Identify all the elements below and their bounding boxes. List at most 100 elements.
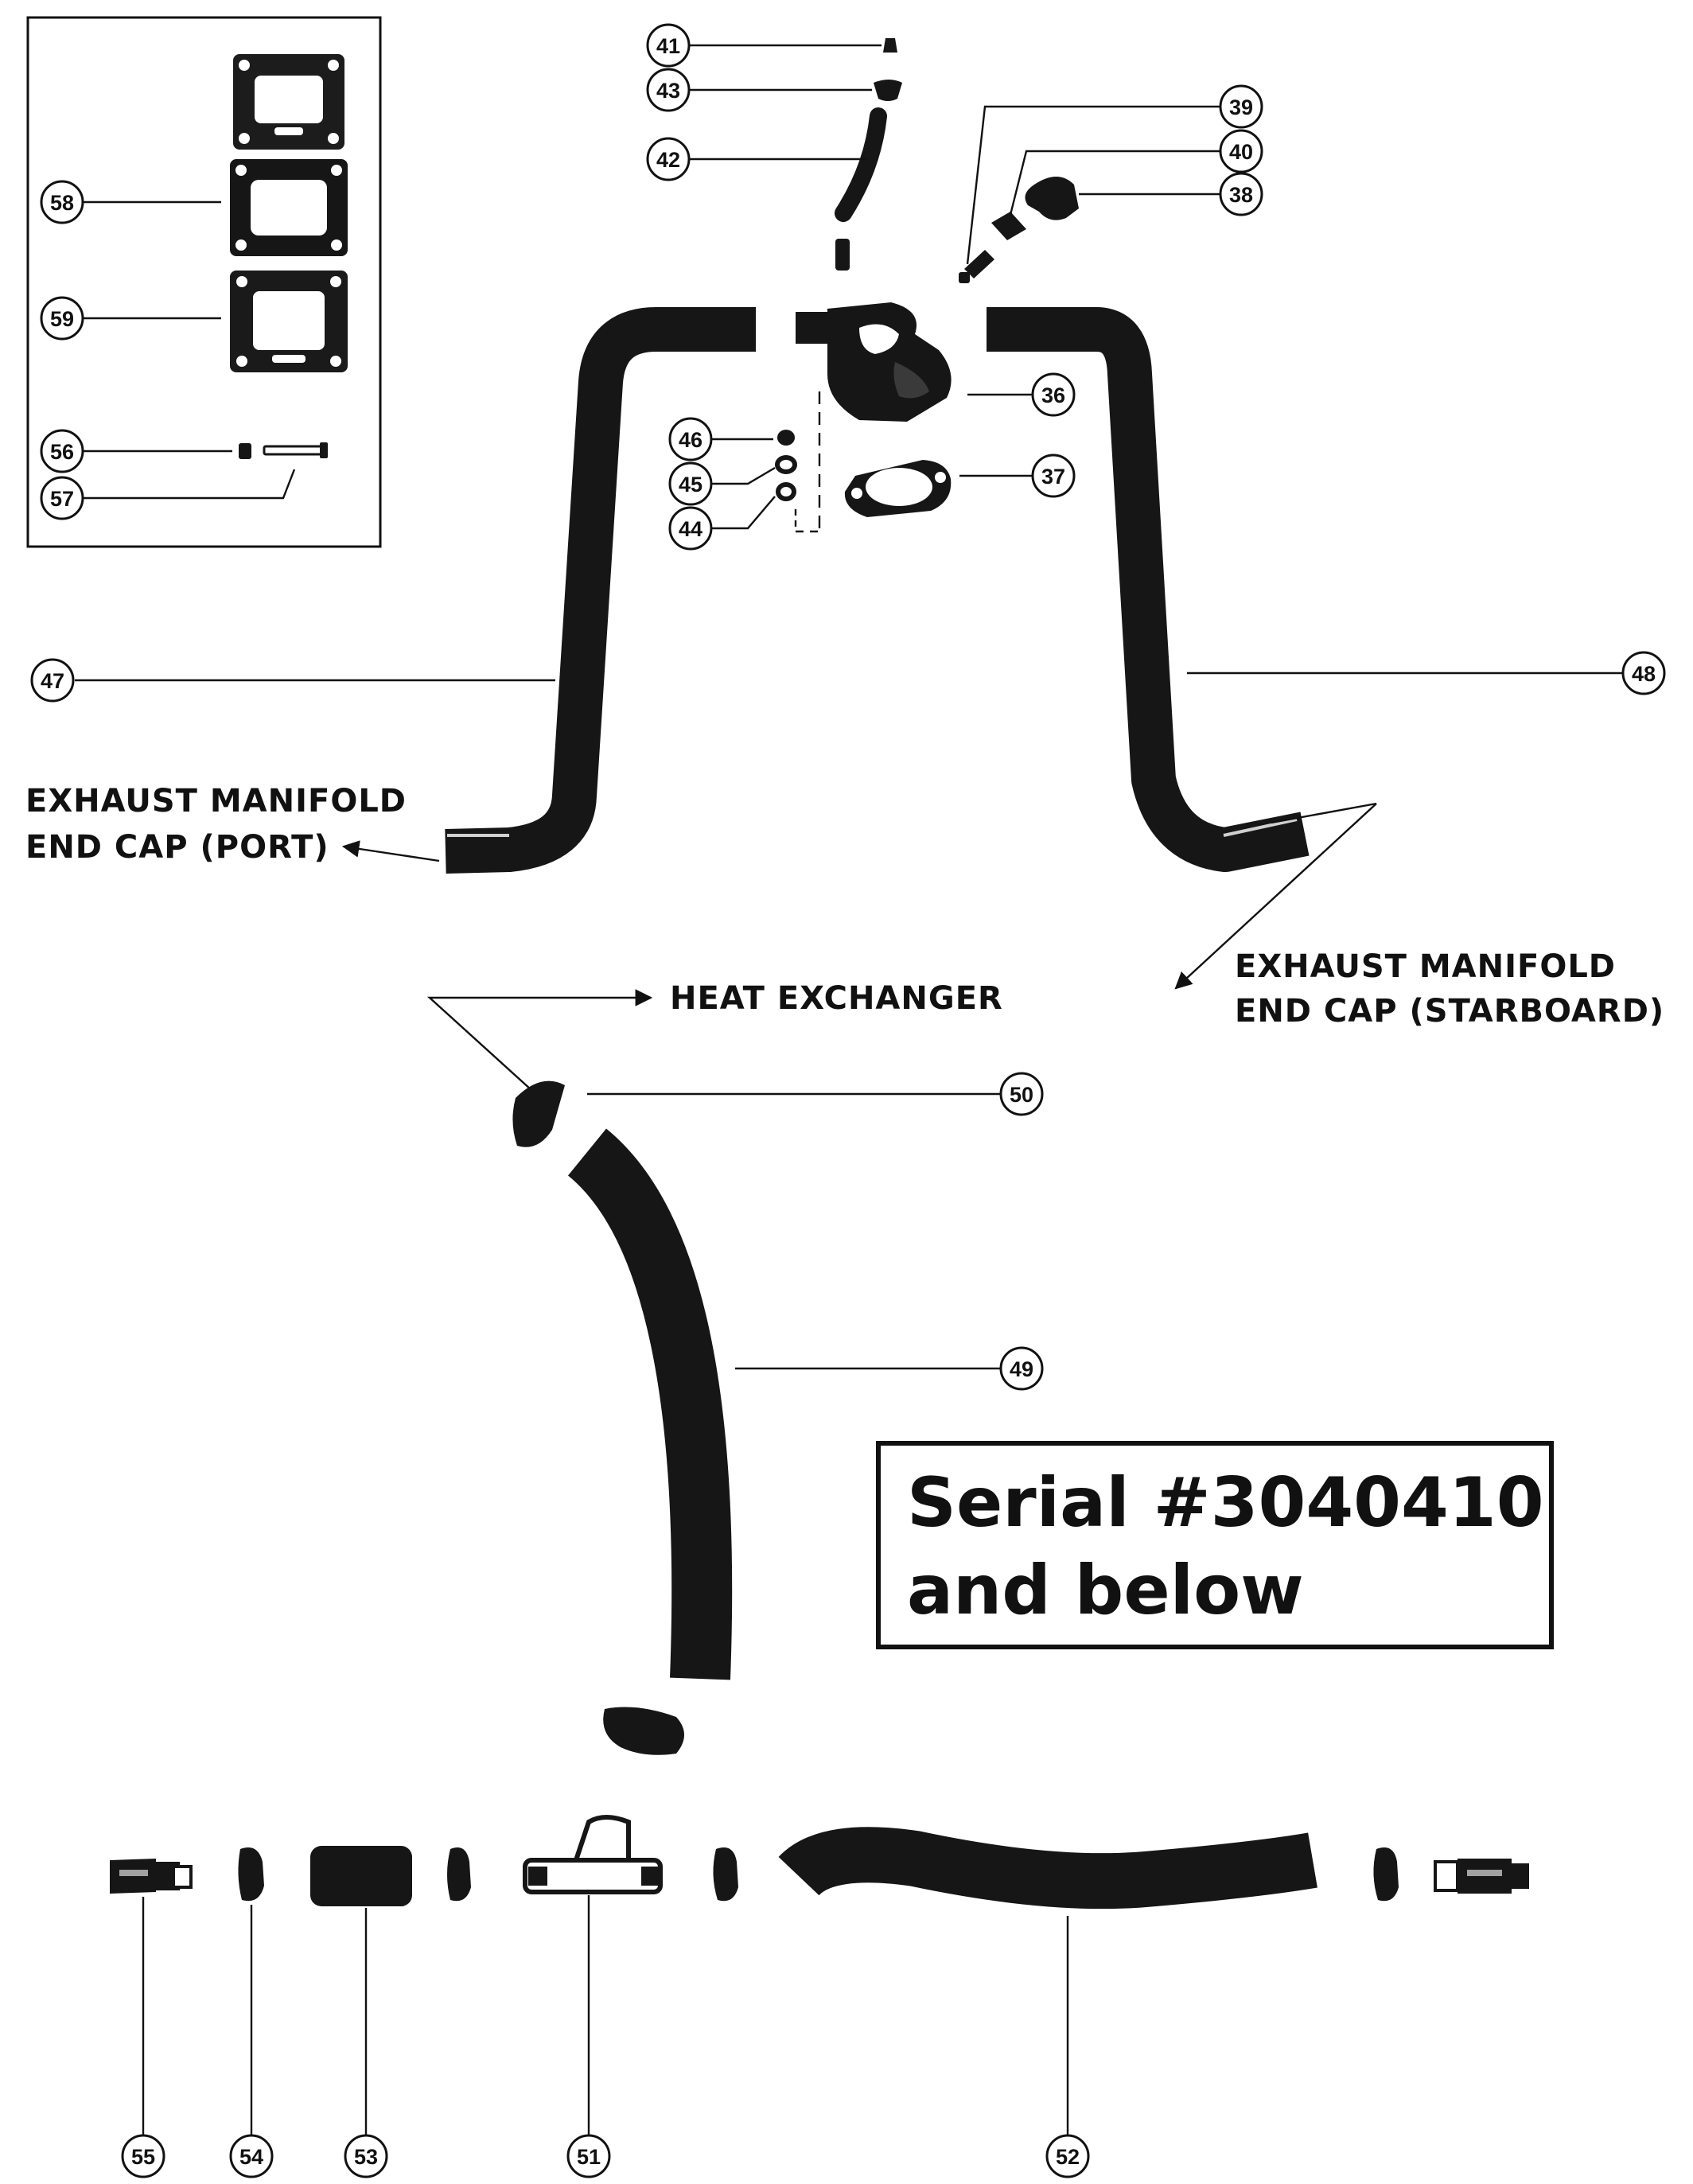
gasket-37-part [844, 460, 952, 517]
leader-57 [80, 469, 296, 500]
nut-56-part [239, 443, 251, 459]
clamp-50-part [512, 1080, 565, 1147]
hose-48-part [987, 307, 1310, 872]
svg-text:37: 37 [1041, 465, 1065, 489]
svg-text:43: 43 [656, 79, 680, 103]
tee-51-part [523, 1815, 663, 1894]
serial-box: Serial #3040410 and below [876, 1441, 1554, 1649]
stud-57-part [263, 442, 328, 458]
fitting-40-part [991, 212, 1026, 240]
hose-53-part [310, 1846, 412, 1906]
washer-45-part [775, 455, 797, 474]
svg-text:54: 54 [239, 2145, 263, 2169]
callout-55: 55 [121, 2134, 165, 2178]
fitting-42-lower-part [835, 239, 850, 271]
callout-39: 39 [1219, 84, 1263, 129]
callout-46: 46 [668, 417, 713, 461]
bottom-assembly [110, 1815, 1529, 2135]
clamp-52-right-part [1373, 1847, 1399, 1902]
svg-text:44: 44 [679, 517, 702, 541]
cap-41-part [883, 38, 897, 53]
hose-49-part [567, 1128, 733, 1680]
callout-45: 45 [668, 461, 713, 506]
hose-42-part [835, 107, 887, 222]
fitting-right-part [1434, 1859, 1529, 1894]
svg-text:40: 40 [1229, 140, 1253, 164]
callout-49: 49 [999, 1346, 1044, 1391]
starboard-label-line2: END CAP (STARBOARD) [1235, 993, 1664, 1030]
svg-text:36: 36 [1041, 383, 1065, 407]
callout-54: 54 [229, 2134, 274, 2178]
callout-38: 38 [1219, 172, 1263, 216]
serial-line1: Serial #3040410 [907, 1463, 1544, 1543]
gasket-58-part [230, 159, 348, 256]
port-label-line2: END CAP (PORT) [25, 829, 329, 866]
serial-line2: and below [907, 1551, 1304, 1630]
clamp-53-right-part [447, 1847, 471, 1902]
leader-44 [711, 496, 776, 530]
svg-text:52: 52 [1056, 2145, 1080, 2169]
callout-47: 47 [30, 658, 75, 703]
gasket-top-part [233, 54, 344, 150]
svg-text:58: 58 [50, 191, 74, 215]
callout-40: 40 [1219, 129, 1263, 173]
svg-text:41: 41 [656, 34, 680, 58]
clamp-43-part [874, 80, 902, 101]
callout-57: 57 [40, 476, 84, 520]
callout-52: 52 [1045, 2134, 1090, 2178]
clamp-51-right-part [713, 1847, 738, 1902]
svg-text:48: 48 [1632, 662, 1656, 686]
fitting-39-stub [959, 272, 970, 283]
callout-58: 58 [40, 180, 84, 224]
callout-48: 48 [1621, 651, 1666, 695]
svg-text:50: 50 [1010, 1083, 1033, 1107]
callouts: 41 43 42 39 40 38 36 37 46 45 44 58 59 5… [30, 23, 1666, 2178]
svg-text:56: 56 [50, 440, 74, 464]
callout-42: 42 [646, 137, 691, 181]
svg-text:47: 47 [41, 669, 64, 693]
svg-text:42: 42 [656, 148, 680, 172]
thermostat-housing-assembly [689, 38, 1220, 533]
callout-43: 43 [646, 68, 691, 112]
callout-51: 51 [566, 2134, 611, 2178]
svg-text:57: 57 [50, 487, 74, 511]
clamp-54-part [238, 1847, 264, 1902]
callout-37: 37 [1031, 454, 1076, 498]
svg-text:49: 49 [1010, 1357, 1033, 1381]
callout-56: 56 [40, 429, 84, 473]
leader-45 [711, 466, 776, 485]
svg-text:39: 39 [1229, 95, 1253, 119]
svg-text:53: 53 [354, 2145, 378, 2169]
svg-text:38: 38 [1229, 183, 1253, 207]
starboard-arrow-lower [1174, 803, 1377, 990]
callout-36: 36 [1031, 372, 1076, 417]
fitting-39-part [964, 250, 994, 278]
washer-44-part [776, 482, 796, 501]
callout-41: 41 [646, 23, 691, 68]
gasket-59-part [230, 271, 348, 372]
starboard-arrow-upper [1271, 802, 1377, 824]
port-arrow [341, 840, 440, 862]
svg-text:55: 55 [131, 2145, 155, 2169]
callout-50: 50 [999, 1072, 1044, 1116]
heat-exchanger-arrow [426, 989, 653, 1091]
callout-53: 53 [344, 2134, 388, 2178]
hose-47-part [445, 307, 756, 874]
callout-44: 44 [668, 506, 713, 551]
svg-text:59: 59 [50, 307, 74, 331]
housing-36-part [796, 302, 952, 422]
inset-panel [26, 16, 382, 548]
port-label-line1: EXHAUST MANIFOLD [25, 783, 407, 819]
heat-exchanger-label: HEAT EXCHANGER [670, 980, 1003, 1017]
svg-text:45: 45 [679, 473, 702, 496]
svg-text:51: 51 [577, 2145, 601, 2169]
leader-40 [1009, 150, 1220, 216]
elbow-38-part [1025, 177, 1079, 220]
svg-text:46: 46 [679, 428, 702, 452]
leader-39 [966, 105, 1220, 265]
clamp-49-lower-part [603, 1707, 684, 1755]
fitting-55-part [110, 1859, 193, 1894]
hose-52-part [778, 1827, 1317, 1910]
starboard-label-line1: EXHAUST MANIFOLD [1235, 948, 1616, 985]
